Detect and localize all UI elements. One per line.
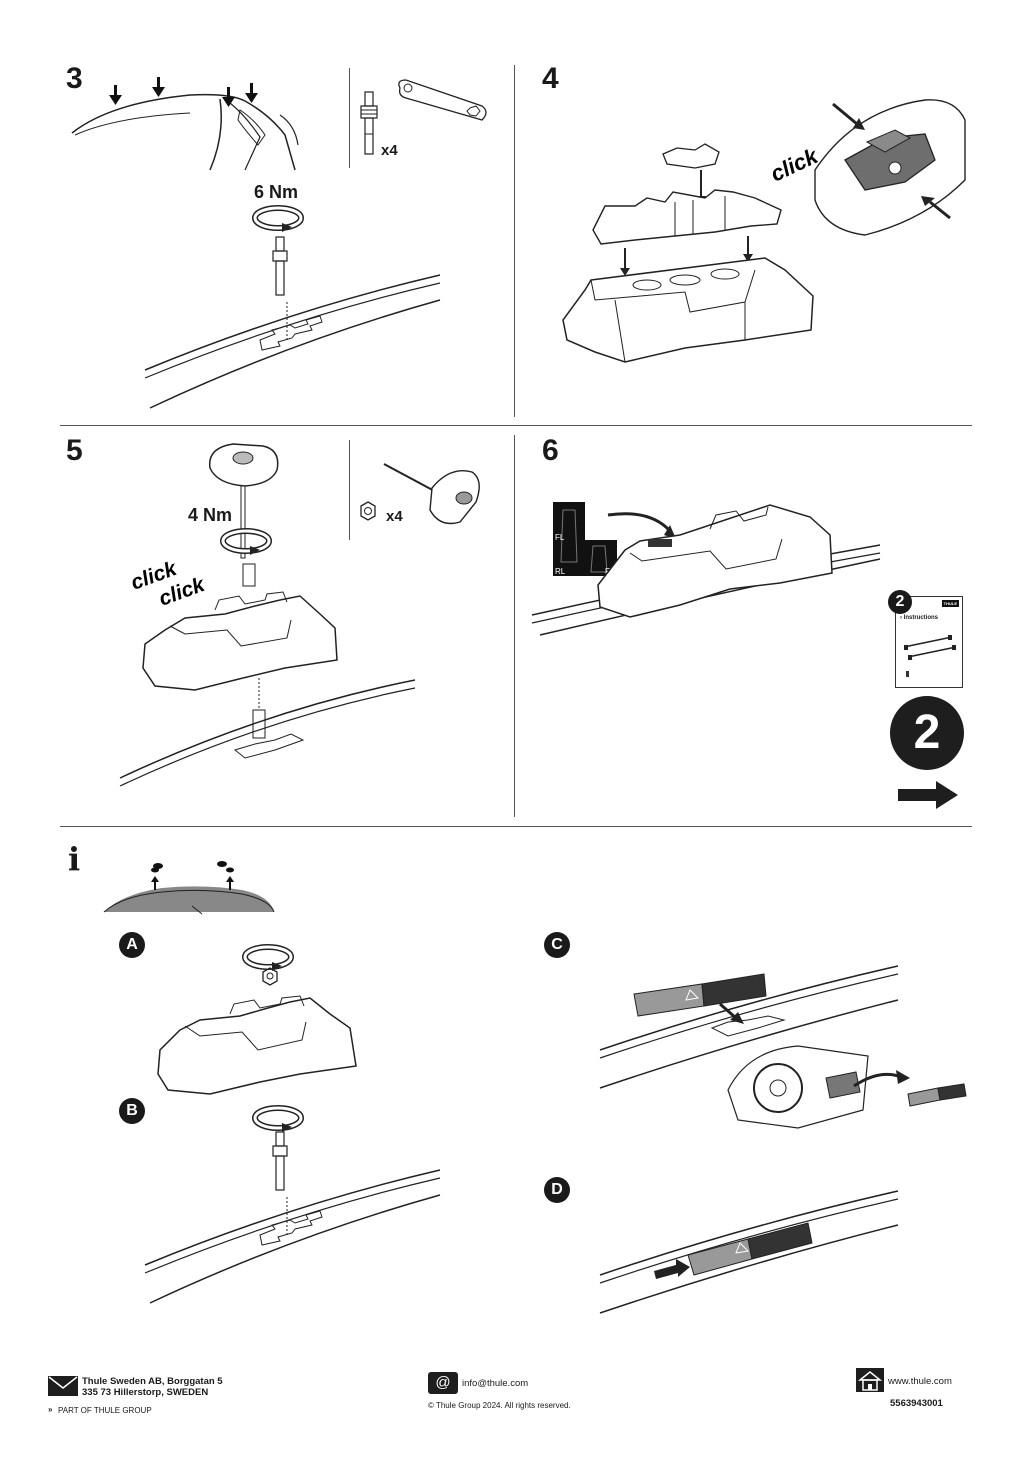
email-link[interactable]: info@thule.com bbox=[462, 1378, 529, 1389]
document-code: 5563943001 bbox=[890, 1398, 943, 1409]
rotate-arrow-icon bbox=[252, 205, 304, 232]
next-booklet-badge: 2 bbox=[890, 696, 964, 770]
position-label-diagram: FL RL RR bbox=[553, 502, 617, 576]
house-icon bbox=[856, 1368, 884, 1392]
tape-application-illustration bbox=[599, 1190, 899, 1314]
booklet-number-badge: 2 bbox=[888, 590, 912, 614]
step-number: 4 bbox=[542, 62, 559, 95]
label-a-badge: A bbox=[119, 932, 145, 958]
step-number: 3 bbox=[66, 62, 83, 95]
nut-part-icon bbox=[360, 501, 376, 521]
bolt-illustration bbox=[272, 236, 288, 296]
website-link[interactable]: www.thule.com bbox=[888, 1376, 952, 1387]
rotate-arrow-icon bbox=[252, 1105, 304, 1132]
foot-assembly-illustration bbox=[562, 143, 814, 363]
torque-tool-illustration bbox=[208, 443, 279, 559]
roof-rail-illustration bbox=[144, 1169, 441, 1304]
step-number: 6 bbox=[542, 434, 559, 467]
nut-illustration bbox=[262, 967, 278, 986]
booklet-brand-tag: THULE bbox=[941, 600, 959, 607]
click-burst-illustration: click click bbox=[128, 557, 209, 611]
rotate-arrow-icon bbox=[220, 528, 272, 555]
foot-with-rail-illustration bbox=[119, 563, 416, 787]
divider-vertical-top bbox=[514, 65, 515, 417]
step-number: 5 bbox=[66, 434, 83, 467]
address-line-2: 335 73 Hillerstorp, SWEDEN bbox=[82, 1387, 209, 1398]
torque-key-part-icon bbox=[383, 463, 480, 525]
plate-part-icon bbox=[398, 79, 487, 121]
bolt-illustration bbox=[272, 1131, 288, 1191]
divider-vertical-middle bbox=[514, 435, 515, 817]
label-c-badge: C bbox=[544, 932, 570, 958]
roof-rail-illustration bbox=[144, 274, 441, 409]
roof-cover-illustration bbox=[103, 861, 275, 915]
quantity-label: x4 bbox=[386, 508, 403, 525]
booklet-title: › Instructions bbox=[900, 615, 939, 621]
group-mark-icon: » bbox=[48, 1405, 53, 1414]
group-text: PART OF THULE GROUP bbox=[58, 1406, 152, 1415]
roof-bar-sketch bbox=[903, 635, 957, 660]
divider-step3-parts bbox=[349, 68, 350, 168]
label-rl: RL bbox=[555, 567, 566, 576]
foot-illustration bbox=[157, 995, 357, 1095]
booklet-part-mark bbox=[906, 671, 909, 677]
info-icon: i bbox=[68, 840, 81, 878]
divider-step5-parts bbox=[349, 440, 350, 540]
divider-horizontal-1 bbox=[60, 425, 972, 426]
mail-icon bbox=[48, 1376, 78, 1396]
label-d-badge: D bbox=[544, 1177, 570, 1203]
label-fl: FL bbox=[555, 533, 565, 542]
bolt-part-icon bbox=[360, 91, 378, 155]
divider-horizontal-2 bbox=[60, 826, 972, 827]
address-line-1: Thule Sweden AB, Borggatan 5 bbox=[82, 1376, 223, 1387]
tape-removal-illustration bbox=[599, 965, 967, 1129]
quantity-label: x4 bbox=[381, 142, 398, 159]
click-detail-illustration: click bbox=[767, 99, 966, 236]
torque-label: 4 Nm bbox=[188, 505, 233, 525]
foot-on-rail-illustration bbox=[531, 504, 881, 636]
torque-label: 6 Nm bbox=[254, 182, 299, 202]
email-at-icon: @ bbox=[428, 1372, 458, 1394]
copyright-text: © Thule Group 2024. All rights reserved. bbox=[428, 1401, 571, 1410]
rotate-arrow-icon bbox=[242, 944, 294, 971]
car-roof-illustration bbox=[71, 77, 299, 171]
arrow-right-icon bbox=[898, 781, 958, 809]
label-b-badge: B bbox=[119, 1098, 145, 1124]
